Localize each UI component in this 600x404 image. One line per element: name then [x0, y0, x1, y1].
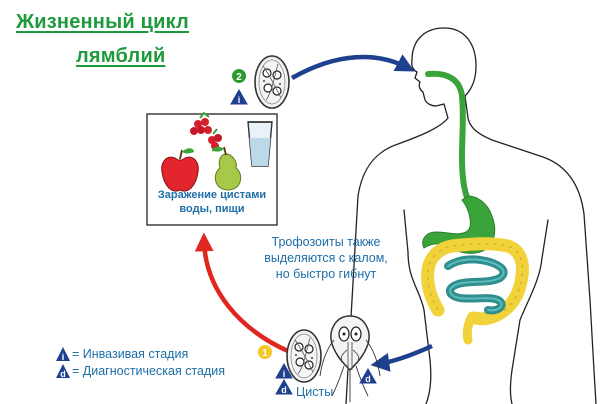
legend-mark-infective: i: [62, 352, 65, 361]
step-badge-1: 1: [258, 345, 272, 359]
infection-caption: Заражение цистами воды, пищи: [150, 188, 274, 216]
legend-item-diagnostic: d = Диагностическая стадия: [56, 364, 225, 378]
trophozoite-note: Трофозоиты также выделяются с калом, но …: [246, 234, 406, 282]
diagnostic-stage-mark: d: [359, 367, 377, 384]
infective-stage-mark: i: [275, 362, 293, 379]
step-badge-2-text: 2: [236, 72, 242, 83]
trophozoite-note-line-1: Трофозоиты также: [271, 235, 381, 249]
trophozoite-note-line-2: выделяются с калом,: [264, 251, 388, 265]
arrow-to-mouth: [290, 54, 415, 80]
pear-icon: [212, 146, 242, 191]
step-badge-2: 2: [232, 69, 246, 83]
infective-mark-text: i: [238, 95, 241, 105]
diagnostic-stage-mark: d: [56, 364, 70, 378]
arrow-excretion: [370, 343, 433, 372]
diagram-title-line-1: Жизненный цикл: [16, 11, 189, 33]
large-intestine-icon: [421, 237, 529, 345]
diagram-title-line-2: лямблий: [76, 45, 166, 67]
legend-text-infective: = Инвазивая стадия: [72, 347, 189, 361]
cysts-label: Цисты: [296, 385, 334, 399]
legend-text-diagnostic: = Диагностическая стадия: [72, 364, 226, 378]
infective-mark-text-bottom: i: [283, 369, 286, 379]
infection-caption-line-1: Заражение цистами: [157, 189, 267, 201]
legend-mark-diagnostic: d: [60, 369, 66, 378]
arrow-infection: [194, 232, 291, 355]
diagnostic-mark-text-trophozoite: d: [365, 374, 371, 384]
small-intestine-icon: [444, 255, 508, 315]
legend-item-infective: i = Инвазивая стадия: [56, 347, 188, 361]
infective-stage-mark: i: [230, 88, 248, 105]
glass-of-water-icon: [247, 121, 273, 167]
apple-icon: [161, 148, 199, 192]
human-body-icon: [345, 27, 597, 404]
esophagus-stomach-icon: [422, 70, 496, 254]
diagnostic-mark-text: d: [281, 385, 287, 395]
cyst-icon: [286, 329, 322, 383]
trophozoite-icon: [319, 315, 381, 402]
infection-caption-line-2: воды, пищи: [179, 203, 245, 215]
diagnostic-stage-mark: d: [275, 378, 293, 395]
cyst-icon: [254, 55, 290, 109]
step-badge-1-text: 1: [262, 348, 268, 359]
raspberry-icon: [190, 111, 222, 150]
trophozoite-note-line-3: но быстро гибнут: [275, 267, 377, 281]
infective-stage-mark: i: [56, 347, 70, 361]
